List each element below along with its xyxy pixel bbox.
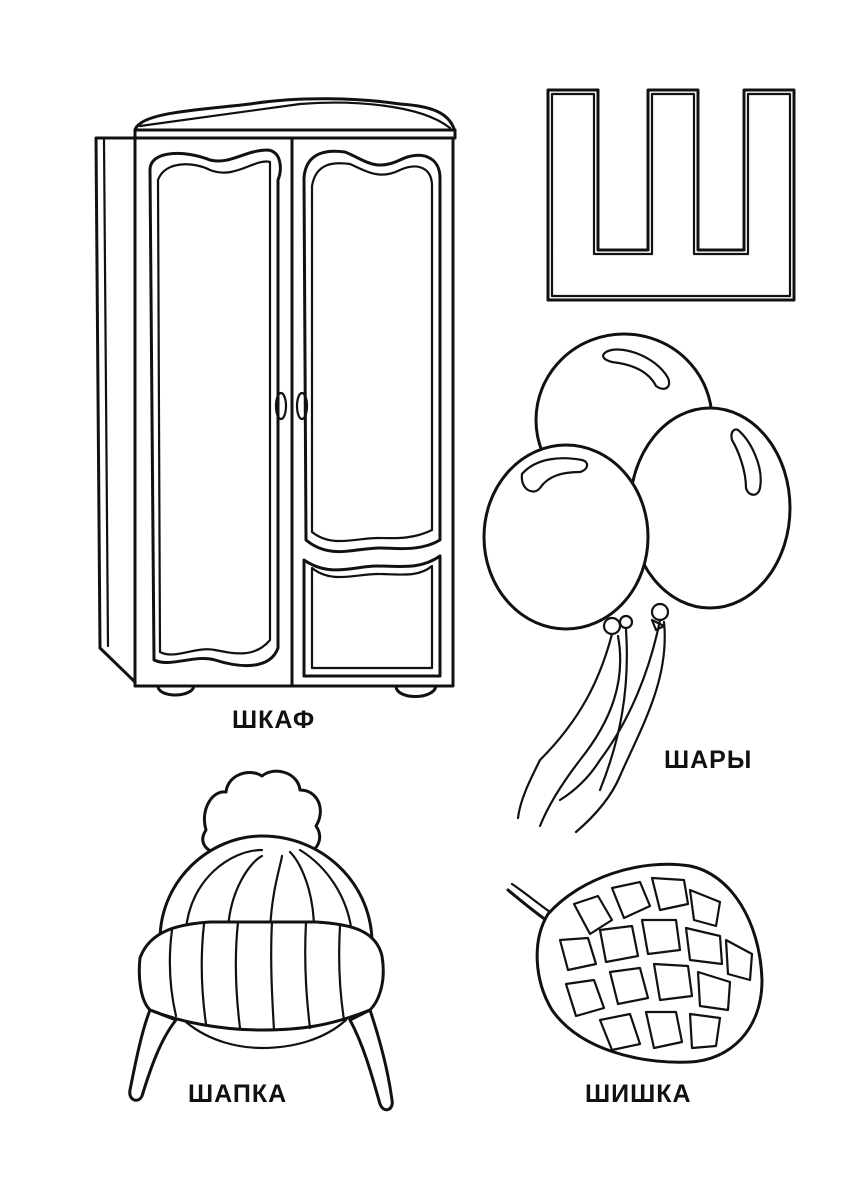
winter-hat-icon (128, 769, 394, 1112)
caption-balloons: ШАРЫ (664, 746, 753, 774)
caption-hat: ШАПКА (188, 1080, 288, 1108)
balloons-icon (482, 332, 792, 834)
pinecone-icon (506, 862, 764, 1064)
wardrobe-icon (94, 97, 457, 698)
caption-pinecone: ШИШКА (585, 1080, 692, 1108)
letter-sha-glyph (546, 88, 796, 302)
caption-wardrobe: ШКАФ (232, 706, 316, 734)
